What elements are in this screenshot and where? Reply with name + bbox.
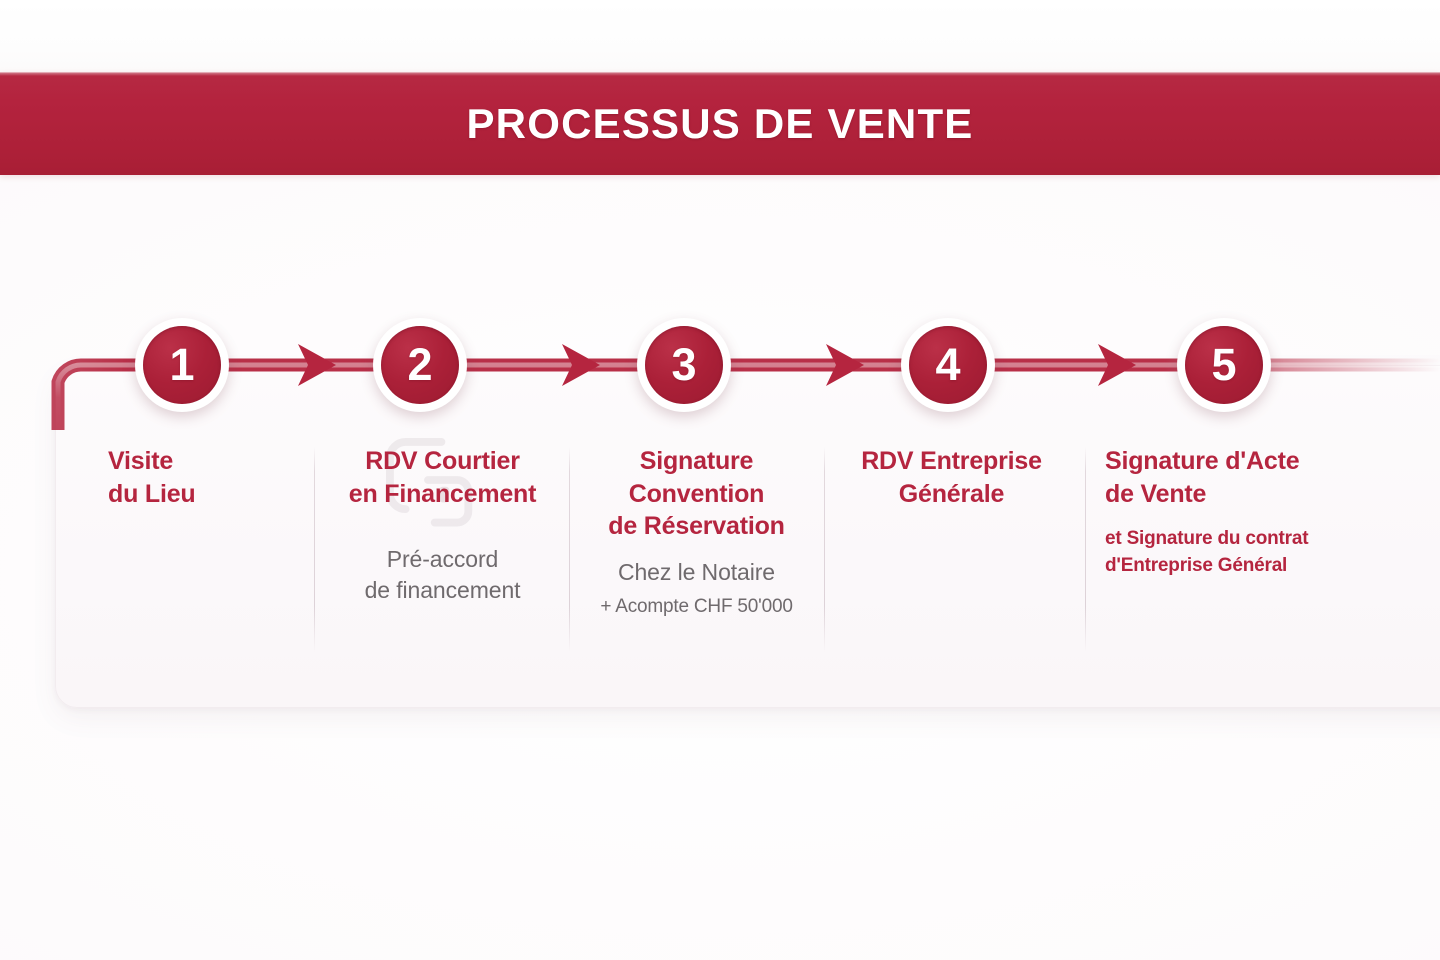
step-4-heading: RDV Entreprise Générale <box>829 445 1074 510</box>
step-3-subtext: Chez le Notaire + Acompte CHF 50'000 <box>574 557 819 620</box>
step-5-note-line1: et Signature du contrat <box>1105 528 1309 549</box>
step-5-note-line2: d'Entreprise Général <box>1105 554 1288 576</box>
step-3-sub-line1: Chez le Notaire <box>617 558 776 585</box>
step-number-1: 1 <box>169 338 195 390</box>
step-1-heading: Visite du Lieu <box>108 445 308 510</box>
step-2-sub-line1: Pré-accord <box>386 546 499 572</box>
step-2-subtext: Pré-accord de financement <box>320 544 565 607</box>
step-1-heading-line2: du Lieu <box>108 479 196 508</box>
step-2-heading-line2: en Financement <box>348 479 537 508</box>
column-divider-3 <box>824 447 825 652</box>
step-3-heading-line2: Convention <box>628 479 765 508</box>
step-circle-1-fill: 1 <box>143 326 221 404</box>
step-number-3: 3 <box>671 338 697 390</box>
step-5-heading: Signature d'Acte de Vente <box>1105 445 1435 510</box>
column-divider-1 <box>314 447 315 652</box>
step-number-5: 5 <box>1211 338 1237 390</box>
step-content-2: RDV Courtier en Financement Pré-accord d… <box>320 445 565 607</box>
step-3-heading-line3: de Réservation <box>608 512 785 540</box>
step-4-heading-line2: Générale <box>898 479 1005 508</box>
step-2-sub-line2: de financement <box>364 577 521 604</box>
step-3-heading: Signature Convention de Réservation <box>574 445 819 543</box>
step-circle-4[interactable]: 4 <box>901 318 995 412</box>
step-number-4: 4 <box>935 338 961 390</box>
step-circle-1[interactable]: 1 <box>135 318 229 412</box>
top-strip <box>0 0 1440 72</box>
step-number-2: 2 <box>407 338 433 390</box>
step-3-sub-line2: + Acompte CHF 50'000 <box>600 595 793 617</box>
step-content-1: Visite du Lieu <box>108 445 308 510</box>
step-circle-4-fill: 4 <box>909 326 987 404</box>
step-2-heading-line1: RDV Courtier <box>365 447 520 475</box>
title-band: PROCESSUS DE VENTE <box>0 72 1440 175</box>
step-circle-3[interactable]: 3 <box>637 318 731 412</box>
column-divider-2 <box>569 447 570 652</box>
step-5-heading-line2: de Vente <box>1105 479 1207 508</box>
step-circle-5[interactable]: 5 <box>1177 318 1271 412</box>
step-3-heading-line1: Signature <box>639 447 754 475</box>
step-circle-5-fill: 5 <box>1185 326 1263 404</box>
step-circle-3-fill: 3 <box>645 326 723 404</box>
step-circle-2-fill: 2 <box>381 326 459 404</box>
column-divider-4 <box>1085 447 1086 652</box>
step-1-heading-line1: Visite <box>108 447 174 475</box>
step-2-heading: RDV Courtier en Financement <box>320 445 565 510</box>
step-4-heading-line1: RDV Entreprise <box>861 447 1042 475</box>
step-content-3: Signature Convention de Réservation Chez… <box>574 445 819 620</box>
page-title: PROCESSUS DE VENTE <box>466 99 974 147</box>
step-circle-2[interactable]: 2 <box>373 318 467 412</box>
step-5-heading-line1: Signature d'Acte <box>1105 447 1300 475</box>
step-5-note: et Signature du contrat d'Entreprise Gén… <box>1105 526 1435 579</box>
step-content-5: Signature d'Acte de Vente et Signature d… <box>1105 445 1435 579</box>
step-content-4: RDV Entreprise Générale <box>829 445 1074 510</box>
